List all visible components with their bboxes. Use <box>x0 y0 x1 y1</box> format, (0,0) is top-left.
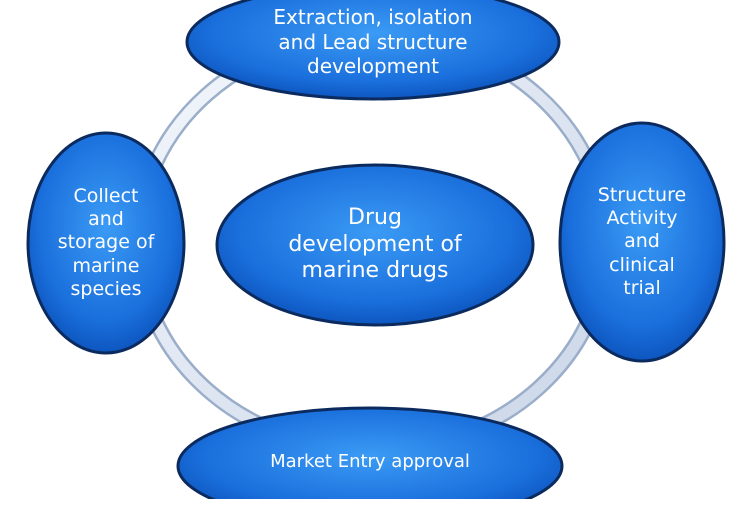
node-top-line-1: Extraction, isolation <box>273 5 473 30</box>
node-center-line-1: Drug <box>348 204 402 230</box>
node-bottom-line-1: Market Entry approval <box>270 451 470 473</box>
node-top-line-3: development <box>307 54 439 79</box>
node-structure-activity: Structure Activity and clinical trial <box>560 124 724 360</box>
node-left-line-2: and <box>88 208 124 231</box>
node-right-line-3: and <box>624 230 660 253</box>
node-collect-storage: Collect and storage of marine species <box>28 134 184 352</box>
node-top-line-2: and Lead structure <box>278 29 468 54</box>
node-left-line-1: Collect <box>73 185 139 208</box>
node-left-line-4: marine <box>72 254 140 277</box>
cycle-diagram <box>26 0 726 499</box>
node-left-shape <box>26 131 186 355</box>
node-bottom-shape <box>176 406 564 499</box>
node-center-line-2: development of <box>288 231 462 257</box>
node-market-entry: Market Entry approval <box>178 412 562 512</box>
node-center-line-3: marine drugs <box>301 258 449 284</box>
node-right-shape <box>558 121 726 363</box>
node-top-shape <box>185 0 561 101</box>
node-right-line-1: Structure <box>597 184 687 207</box>
node-right-line-5: trial <box>623 276 661 299</box>
node-right-line-2: Activity <box>606 207 678 230</box>
node-right-line-4: clinical <box>609 253 675 276</box>
node-center-shape <box>215 163 535 327</box>
node-extraction-isolation: Extraction, isolation and Lead structure… <box>186 0 560 98</box>
node-left-line-5: species <box>70 277 142 300</box>
node-left-line-3: storage of <box>57 231 155 254</box>
node-drug-development-center: Drug development of marine drugs <box>216 165 534 325</box>
